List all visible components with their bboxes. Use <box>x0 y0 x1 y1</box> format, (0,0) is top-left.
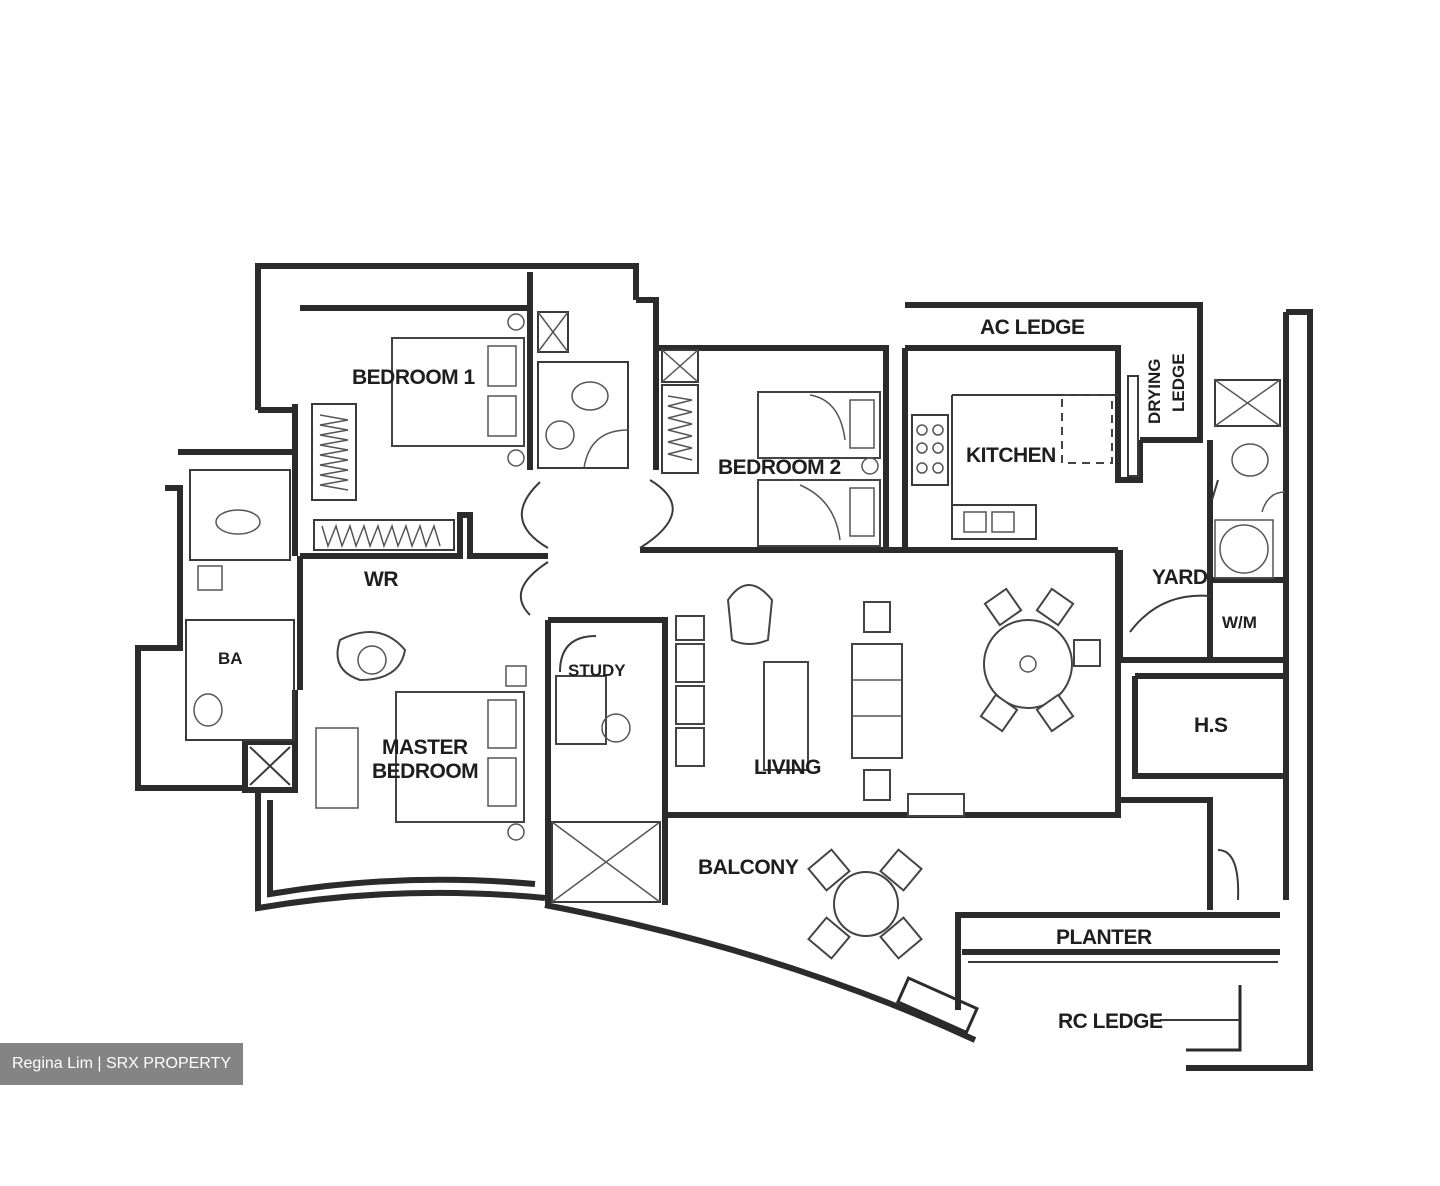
bathroom-fixtures <box>185 361 1286 741</box>
bedroom2-label: BEDROOM 2 <box>718 456 841 479</box>
study-label: STUDY <box>568 661 626 680</box>
kitchen-label: KITCHEN <box>966 444 1056 467</box>
living-label: LIVING <box>754 756 821 779</box>
master-bedroom-label-1: MASTER <box>382 736 468 759</box>
drying-ledge-label-1: DRYING <box>1145 359 1164 425</box>
interior-walls <box>242 311 1289 910</box>
doors <box>519 479 1240 901</box>
balcony-furniture <box>807 848 923 960</box>
beds <box>315 313 881 841</box>
ac-ledge-label: AC LEDGE <box>980 316 1085 339</box>
exterior-walls <box>135 263 1313 1071</box>
living-furniture <box>336 584 1101 817</box>
rc-ledge-label: RC LEDGE <box>1058 1010 1163 1033</box>
wardrobes <box>311 384 699 551</box>
drying-ledge-label-2: LEDGE <box>1169 353 1188 412</box>
yard-label: YARD <box>1152 566 1208 589</box>
room-labels: BEDROOM 1 BEDROOM 2 KITCHEN AC LEDGE DRY… <box>218 316 1257 1033</box>
watermark: Regina Lim | SRX PROPERTY <box>0 1043 243 1085</box>
master-bedroom-label-2: BEDROOM <box>372 760 478 783</box>
bedroom1-label: BEDROOM 1 <box>352 366 476 389</box>
hs-label: H.S <box>1194 714 1228 737</box>
planter-label: PLANTER <box>1056 926 1152 949</box>
bath-label: BA <box>218 649 243 668</box>
washing-machine-label: W/M <box>1222 613 1257 632</box>
kitchen-fixtures <box>911 375 1139 540</box>
balcony-label: BALCONY <box>698 856 799 879</box>
wr-label: WR <box>364 568 398 591</box>
